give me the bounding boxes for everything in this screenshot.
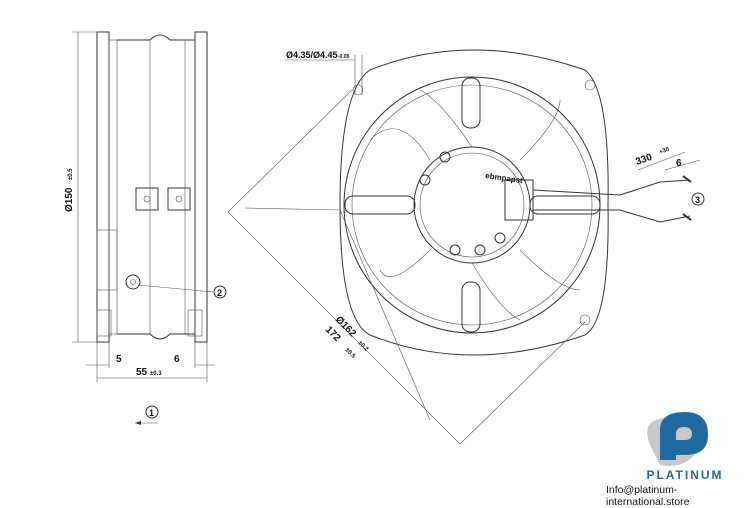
dim-hole-tol: -0.05 xyxy=(338,54,350,60)
front-view: ebmpapst 330 +30 6 3 Ø4.35/Ø4.45 -0.05 Ø… xyxy=(227,49,705,445)
watermark-email: Info@platinum-international.store xyxy=(606,484,690,508)
dim-hole: Ø4.35/Ø4.45 xyxy=(286,50,338,60)
dim-cable-330: 330 xyxy=(634,152,654,168)
cable-connector xyxy=(504,179,534,221)
dim-cable-330-tol: +30 xyxy=(659,147,671,156)
callout-1: 1 xyxy=(149,408,154,418)
dim-diam-150-tol: ±0.5 xyxy=(68,168,74,180)
callout-3: 3 xyxy=(695,195,700,205)
dim-55-tol: ±0.3 xyxy=(150,371,162,377)
platinum-logo-icon xyxy=(647,412,708,466)
dim-5: 5 xyxy=(116,354,122,365)
dim-diam-150: Ø150 xyxy=(64,187,75,212)
brand-label: ebmpapst xyxy=(485,171,524,185)
callout-2: 2 xyxy=(217,288,222,298)
dim-6: 6 xyxy=(174,354,180,365)
dim-55: 55 xyxy=(136,367,148,378)
dim-diag-172-tol: ±0.5 xyxy=(344,347,357,360)
side-view: Ø150 ±0.5 5 6 55 ±0.3 1 2 xyxy=(64,31,227,425)
dim-strip-6: 6 xyxy=(676,158,682,169)
watermark-name: PLATINUM xyxy=(646,468,724,482)
ground-screw-icon xyxy=(125,274,141,290)
